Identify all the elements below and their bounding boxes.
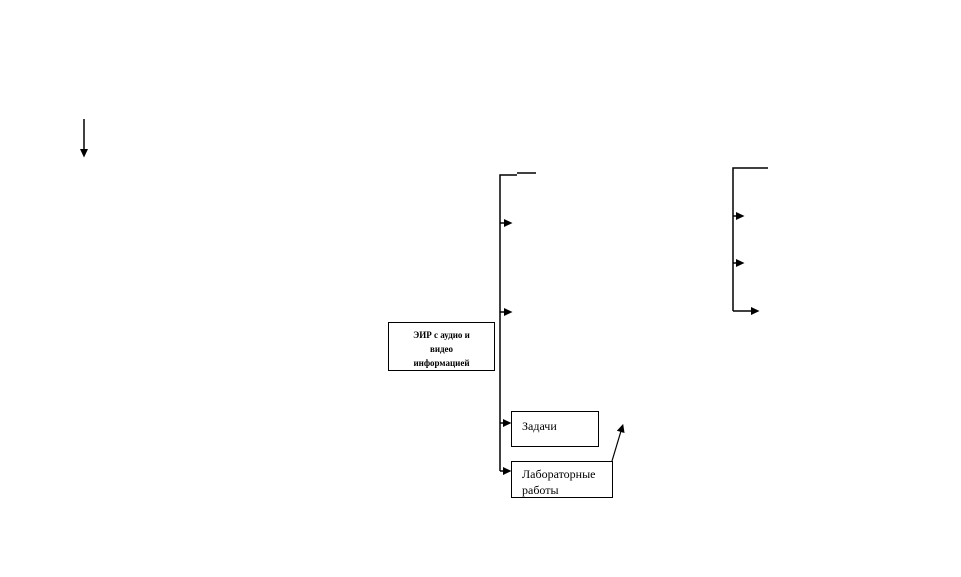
main-branch-bracket xyxy=(499,172,536,475)
tasks-box-label: Задачи xyxy=(522,419,557,433)
right-branch-bracket xyxy=(732,167,768,315)
eir-box-label-line1: ЭИР с аудио и xyxy=(413,330,470,340)
labs-box-label-line2: работы xyxy=(522,483,559,497)
diagonal-annotation-arrow-icon xyxy=(611,423,625,462)
eir-box-label-line2: видео xyxy=(429,344,454,354)
labs-box: Лабораторные работы xyxy=(511,461,613,498)
tasks-box: Задачи xyxy=(511,411,599,447)
labs-box-label-line1: Лабораторные xyxy=(522,467,596,481)
eir-box: ЭИР с аудио и видео информацией xyxy=(388,322,495,371)
eir-box-label-line3: информацией xyxy=(413,358,470,368)
